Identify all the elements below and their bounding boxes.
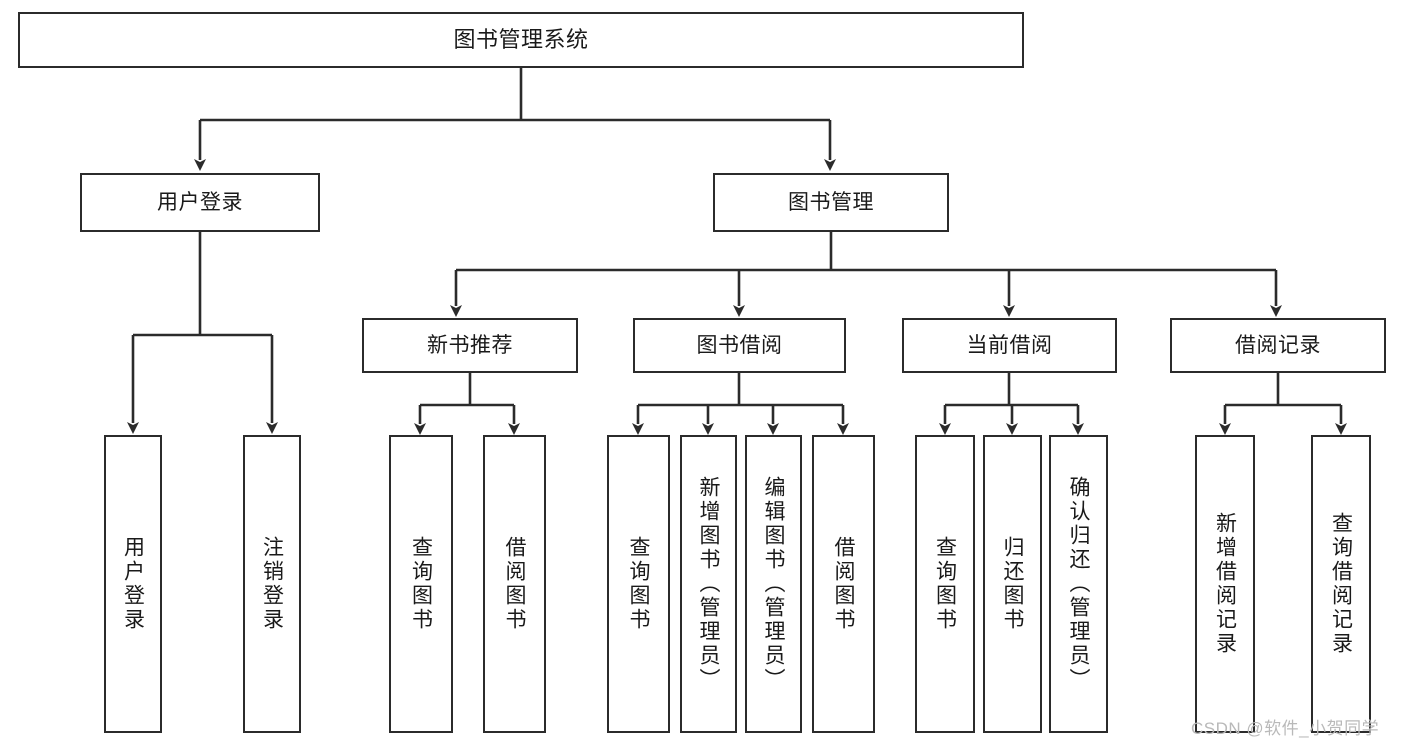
node-current-borrow[interactable]: 当前借阅	[902, 318, 1117, 373]
node-leaf-query-book-1-label: 查询图书	[409, 536, 433, 632]
node-leaf-borrow-book-2-label: 借阅图书	[832, 536, 855, 632]
node-book-borrow-label: 图书借阅	[696, 333, 783, 357]
node-root-label: 图书管理系统	[453, 26, 589, 52]
node-new-book-recommend[interactable]: 新书推荐	[362, 318, 578, 373]
node-leaf-query-book-2[interactable]: 查询图书	[607, 435, 670, 733]
node-leaf-add-book[interactable]: 新增图书（管理员）	[680, 435, 737, 733]
node-leaf-query-book-3-label: 查询图书	[933, 536, 957, 632]
node-new-book-recommend-label: 新书推荐	[427, 333, 513, 357]
node-leaf-edit-book-label: 编辑图书（管理员）	[762, 476, 785, 692]
node-leaf-confirm-return[interactable]: 确认归还（管理员）	[1049, 435, 1108, 733]
node-leaf-borrow-book-1-label: 借阅图书	[503, 536, 526, 632]
watermark-text: CSDN @软件_小贺同学	[1191, 719, 1380, 738]
node-leaf-confirm-return-label: 确认归还（管理员）	[1067, 476, 1090, 692]
node-leaf-user-login-label: 用户登录	[121, 536, 145, 632]
node-leaf-query-book-1[interactable]: 查询图书	[389, 435, 453, 733]
node-leaf-query-record[interactable]: 查询借阅记录	[1311, 435, 1371, 733]
node-leaf-user-logout[interactable]: 注销登录	[243, 435, 301, 733]
node-leaf-user-logout-label: 注销登录	[260, 536, 284, 632]
node-leaf-borrow-book-2[interactable]: 借阅图书	[812, 435, 875, 733]
node-leaf-query-record-label: 查询借阅记录	[1329, 512, 1353, 656]
node-borrow-record-label: 借阅记录	[1235, 333, 1321, 357]
node-user-login-label: 用户登录	[157, 190, 243, 214]
node-leaf-user-login[interactable]: 用户登录	[104, 435, 162, 733]
node-leaf-add-record[interactable]: 新增借阅记录	[1195, 435, 1255, 733]
node-borrow-record[interactable]: 借阅记录	[1170, 318, 1386, 373]
node-book-management[interactable]: 图书管理	[713, 173, 949, 232]
node-leaf-add-record-label: 新增借阅记录	[1213, 512, 1237, 656]
node-leaf-edit-book[interactable]: 编辑图书（管理员）	[745, 435, 802, 733]
node-user-login[interactable]: 用户登录	[80, 173, 320, 232]
node-leaf-query-book-3[interactable]: 查询图书	[915, 435, 975, 733]
node-leaf-borrow-book-1[interactable]: 借阅图书	[483, 435, 546, 733]
node-leaf-return-book[interactable]: 归还图书	[983, 435, 1042, 733]
node-book-borrow[interactable]: 图书借阅	[633, 318, 846, 373]
node-leaf-add-book-label: 新增图书（管理员）	[697, 476, 720, 692]
node-root[interactable]: 图书管理系统	[18, 12, 1024, 68]
node-current-borrow-label: 当前借阅	[966, 333, 1053, 357]
node-leaf-query-book-2-label: 查询图书	[627, 536, 650, 632]
node-book-management-label: 图书管理	[788, 190, 874, 214]
node-leaf-return-book-label: 归还图书	[1001, 536, 1024, 632]
